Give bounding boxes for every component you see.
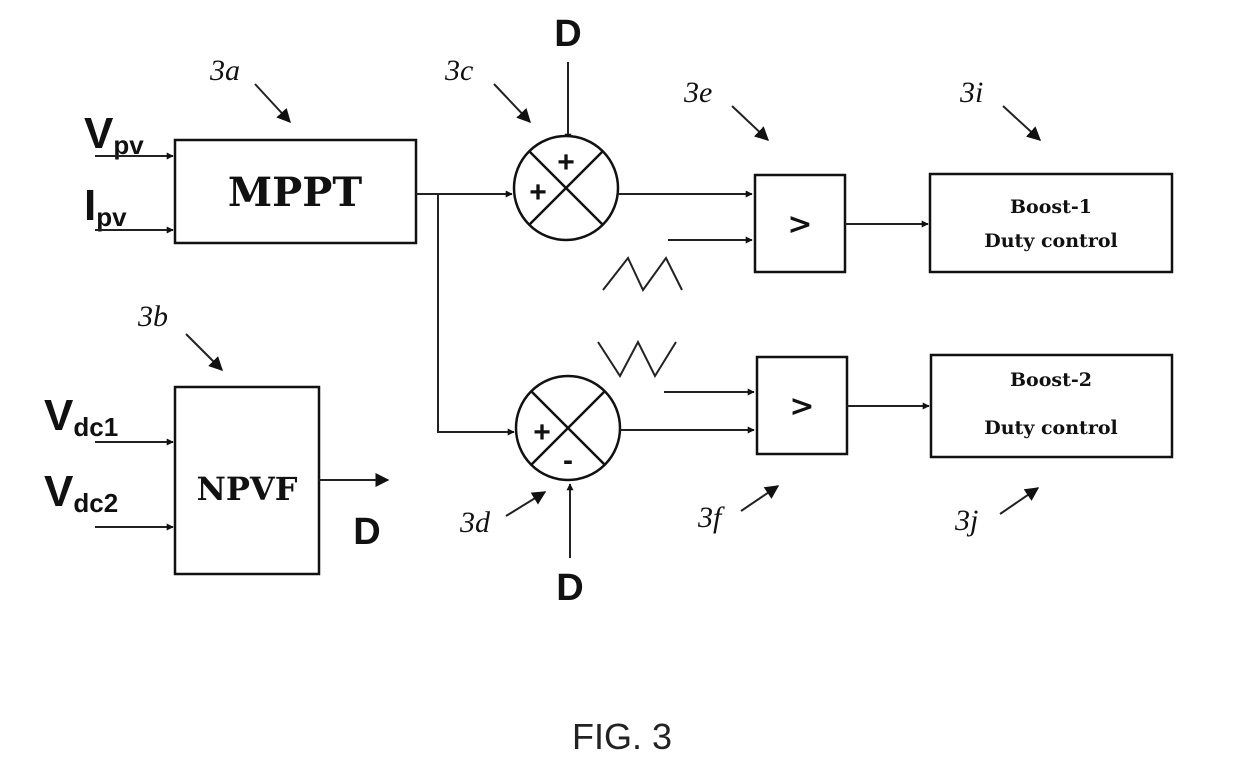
d-top-label: D: [554, 13, 581, 55]
bottom-summer-sign-bottom: -: [563, 444, 573, 477]
mppt-to-bottom-summer-wire: [438, 194, 514, 432]
figure-caption: FIG. 3: [572, 716, 672, 757]
boost1-title: Boost-1: [1010, 196, 1092, 218]
ref-3e: 3e: [683, 76, 712, 109]
ref-3i-arrow: [1003, 106, 1040, 140]
d-output-label: D: [353, 511, 380, 553]
ref-3b-arrow: [186, 334, 222, 370]
boost1-subtitle: Duty control: [984, 230, 1117, 252]
ref-3f: 3f: [697, 501, 725, 534]
comparator-1-symbol: >: [787, 207, 812, 242]
ipv-label: Ipv: [84, 181, 127, 232]
boost2-title: Boost-2: [1010, 369, 1092, 391]
ref-3j: 3j: [954, 504, 978, 537]
mppt-label: MPPT: [228, 169, 362, 216]
ref-3f-arrow: [741, 486, 778, 511]
comparator-2-symbol: >: [789, 389, 814, 424]
ref-3i: 3i: [959, 76, 983, 109]
ref-3d-arrow: [506, 492, 545, 516]
vdc2-label: Vdc2: [44, 467, 118, 518]
boost1-duty-control-block: [930, 174, 1172, 272]
triangle-carrier-wave-2: [598, 342, 676, 376]
top-summer-sign-left: +: [529, 176, 547, 209]
vdc1-label: Vdc1: [44, 391, 118, 442]
ref-3d: 3d: [459, 506, 491, 539]
ref-3c-arrow: [494, 84, 530, 122]
vpv-label: Vpv: [84, 109, 144, 160]
ref-3e-arrow: [732, 106, 768, 140]
triangle-carrier-wave-1: [603, 258, 682, 290]
ref-3b: 3b: [137, 300, 168, 333]
boost2-subtitle: Duty control: [984, 417, 1117, 439]
ref-3j-arrow: [1000, 488, 1038, 514]
bottom-summer-sign-left: +: [533, 416, 551, 449]
d-bottom-label: D: [556, 567, 583, 609]
ref-3a: 3a: [209, 54, 240, 87]
npvf-label: NPVF: [197, 470, 298, 508]
ref-3a-arrow: [255, 84, 290, 122]
ref-3c: 3c: [444, 54, 473, 87]
top-summer-sign-top: +: [557, 146, 575, 179]
